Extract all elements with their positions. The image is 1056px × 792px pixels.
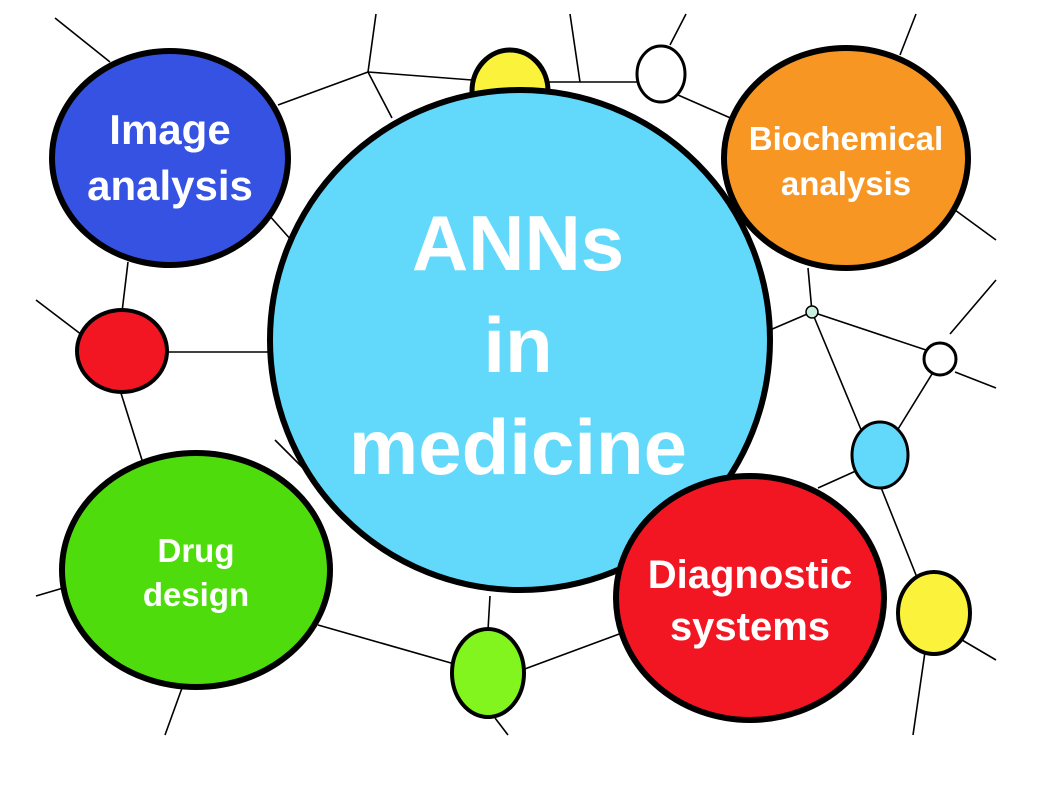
topic-label-line: Image <box>109 106 230 153</box>
topic-circle-image-analysis <box>49 48 291 268</box>
center-ann-in-medicine: ANNs in medicine <box>267 87 773 593</box>
edge <box>54 17 111 63</box>
edge <box>949 279 997 335</box>
edge <box>569 13 581 83</box>
edge <box>894 373 933 435</box>
small-node-yellow-right <box>896 570 972 656</box>
topic-circle-diagnostic-systems <box>613 473 887 723</box>
edge <box>274 439 306 471</box>
edge <box>521 629 631 671</box>
small-node-tiny-right <box>805 305 819 319</box>
topic-label-line: systems <box>670 605 830 649</box>
center-circle <box>267 87 773 593</box>
center-label-line: medicine <box>349 403 687 491</box>
topic-circle-biochemical-analysis <box>721 45 971 271</box>
small-node-red-left <box>75 308 169 394</box>
edge <box>367 71 473 81</box>
topic-drug-design: Drug design <box>59 450 333 690</box>
topic-label-line: Diagnostic <box>648 553 852 597</box>
edge <box>879 484 919 581</box>
edge <box>367 71 393 119</box>
edge <box>119 389 143 461</box>
small-node-white-right <box>922 341 958 377</box>
edge <box>35 299 83 336</box>
topic-label-line: Biochemical <box>749 120 943 157</box>
edge <box>277 71 369 106</box>
edge <box>961 639 997 661</box>
small-node-blue-right <box>850 420 910 490</box>
edge <box>811 311 927 351</box>
topic-diagnostic-systems: Diagnostic systems <box>613 473 887 723</box>
topic-label-line: analysis <box>781 165 911 202</box>
edge <box>912 651 926 736</box>
edge <box>164 687 183 736</box>
small-node-green-bottom <box>450 627 526 719</box>
topic-label-line: design <box>143 576 249 613</box>
edge <box>494 717 509 736</box>
edge <box>669 13 687 46</box>
topic-label-line: analysis <box>87 162 253 209</box>
edge <box>899 13 917 56</box>
center-label-line: in <box>483 301 552 389</box>
edge <box>954 371 997 389</box>
center-label-line: ANNs <box>412 199 624 287</box>
topic-label-line: Drug <box>158 532 235 569</box>
edge <box>811 311 863 433</box>
topic-biochemical-analysis: Biochemical analysis <box>721 45 971 271</box>
edge <box>367 13 377 73</box>
edge <box>817 469 859 489</box>
edge <box>769 311 813 331</box>
edge <box>677 94 736 121</box>
topic-image-analysis: Image analysis <box>49 48 291 268</box>
small-node-white-top <box>635 44 687 104</box>
edge <box>954 209 997 241</box>
edge <box>807 267 813 313</box>
edge <box>317 624 459 666</box>
topic-circle-drug-design <box>59 450 333 690</box>
edge <box>487 595 491 631</box>
edge <box>121 261 129 313</box>
